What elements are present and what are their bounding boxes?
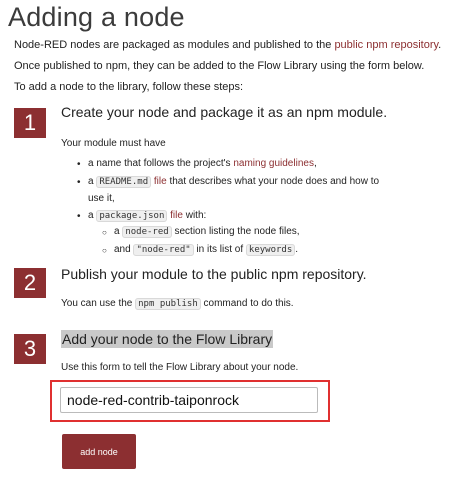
intro-text: Node-RED nodes are packaged as modules a… — [14, 39, 335, 51]
sub-requirement-keywords: and "node-red" in its list of keywords. — [114, 244, 299, 256]
bullet-dot-icon: • — [77, 159, 81, 170]
req-text: that describes what your node does and h… — [166, 176, 380, 187]
req-text: . — [295, 244, 299, 255]
step-2-badge: 2 — [14, 268, 46, 298]
requirement-readme: a README.md file that describes what you… — [88, 176, 380, 188]
step-2-text: You can use the npm publish command to d… — [61, 298, 294, 310]
requirement-readme-cont: use it, — [88, 193, 115, 204]
sub-requirement-section: a node-red section listing the node file… — [114, 226, 300, 238]
req-text: a — [114, 226, 123, 237]
requirement-package: a package.json file with: — [88, 210, 207, 222]
sub-bullet-circle-icon: ○ — [102, 246, 107, 255]
req-text: with: — [182, 210, 207, 221]
req-text: a — [88, 176, 97, 187]
readme-file-link[interactable]: file — [151, 176, 167, 187]
requirement-name: a name that follows the project's naming… — [88, 158, 317, 169]
step-3-badge: 3 — [14, 334, 46, 364]
step-1-lead: Your module must have — [61, 138, 166, 149]
req-text: in its list of — [193, 244, 246, 255]
step-3-title: Add your node to the Flow Library — [61, 330, 274, 348]
intro-period: . — [438, 39, 442, 51]
step-2-title: Publish your module to the public npm re… — [61, 266, 367, 282]
step-2-text-part: command to do this. — [200, 298, 294, 309]
code-keywords: keywords — [245, 244, 296, 256]
package-file-link[interactable]: file — [167, 210, 183, 221]
code-npm-publish: npm publish — [135, 298, 201, 310]
req-text: section listing the node files, — [171, 226, 300, 237]
req-text: a — [88, 210, 97, 221]
step-1-title: Create your node and package it as an np… — [61, 104, 388, 120]
input-highlight-box — [50, 380, 330, 422]
code-package-json: package.json — [96, 210, 168, 222]
intro-line-1: Node-RED nodes are packaged as modules a… — [14, 39, 441, 51]
req-text: , — [313, 158, 317, 169]
page-title: Adding a node — [8, 2, 185, 32]
bullet-dot-icon: • — [77, 177, 81, 188]
sub-bullet-circle-icon: ○ — [102, 228, 107, 237]
intro-line-3: To add a node to the library, follow the… — [14, 81, 244, 93]
bullet-dot-icon: • — [77, 211, 81, 222]
naming-guidelines-link[interactable]: naming guidelines — [233, 158, 314, 169]
step-2-text-part: You can use the — [61, 298, 136, 309]
req-text: and — [114, 244, 134, 255]
code-node-red: node-red — [122, 226, 172, 238]
req-text: a name that follows the project's — [88, 158, 234, 169]
intro-line-2: Once published to npm, they can be added… — [14, 60, 425, 72]
npm-repository-link[interactable]: public npm repository — [334, 39, 439, 51]
add-node-button[interactable]: add node — [62, 434, 136, 469]
step-1-badge: 1 — [14, 108, 46, 138]
code-node-red-keyword: "node-red" — [133, 244, 194, 256]
step-3-text: Use this form to tell the Flow Library a… — [61, 362, 299, 373]
package-name-input[interactable] — [60, 387, 318, 413]
code-readme: README.md — [96, 176, 152, 188]
